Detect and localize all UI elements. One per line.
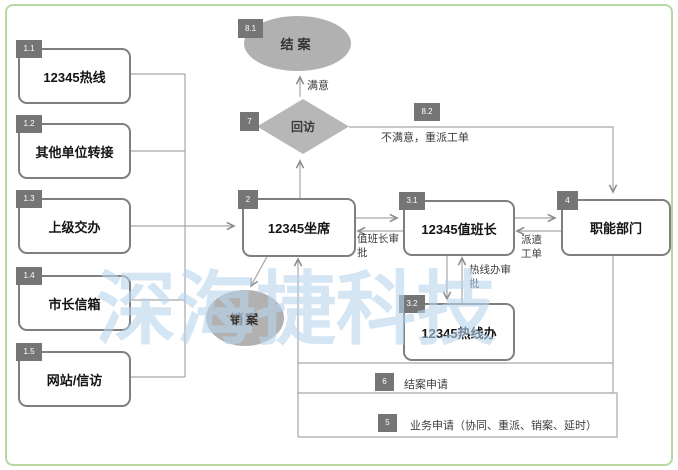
badge-3-1: 3.1 xyxy=(399,192,425,210)
badge-3-2: 3.2 xyxy=(399,295,425,313)
badge-1-4: 1.4 xyxy=(16,267,42,285)
edge-label-business-apply: 业务申请（协同、重派、销案、延时） xyxy=(410,420,597,432)
badge-1-1: 1.1 xyxy=(16,40,42,58)
badge-5: 5 xyxy=(378,414,397,432)
badge-8-1: 8.1 xyxy=(238,19,263,38)
edge-label-satisfied: 满意 xyxy=(307,80,329,92)
node-seat: 12345坐席 xyxy=(242,198,356,257)
badge-6: 6 xyxy=(375,373,394,391)
badge-1-3: 1.3 xyxy=(16,190,42,208)
node-functional-dept: 职能部门 xyxy=(561,199,671,256)
edge-label-duty-approval: 值班长审批 xyxy=(357,233,399,259)
node-cancel-case: 销案 xyxy=(206,290,284,346)
edge-label-unsatisfied: 不满意，重派工单 xyxy=(381,132,469,144)
badge-1-5: 1.5 xyxy=(16,343,42,361)
edge-label-office-approval: 热线办审批 xyxy=(469,264,511,290)
badge-4: 4 xyxy=(557,191,578,210)
badge-7: 7 xyxy=(240,112,259,131)
edge-label-dispatch-order: 派遣工单 xyxy=(521,234,542,260)
badge-2: 2 xyxy=(238,190,258,209)
edge-label-close-apply: 结案申请 xyxy=(404,379,448,391)
badge-8-2: 8.2 xyxy=(414,103,440,121)
badge-1-2: 1.2 xyxy=(16,115,42,133)
